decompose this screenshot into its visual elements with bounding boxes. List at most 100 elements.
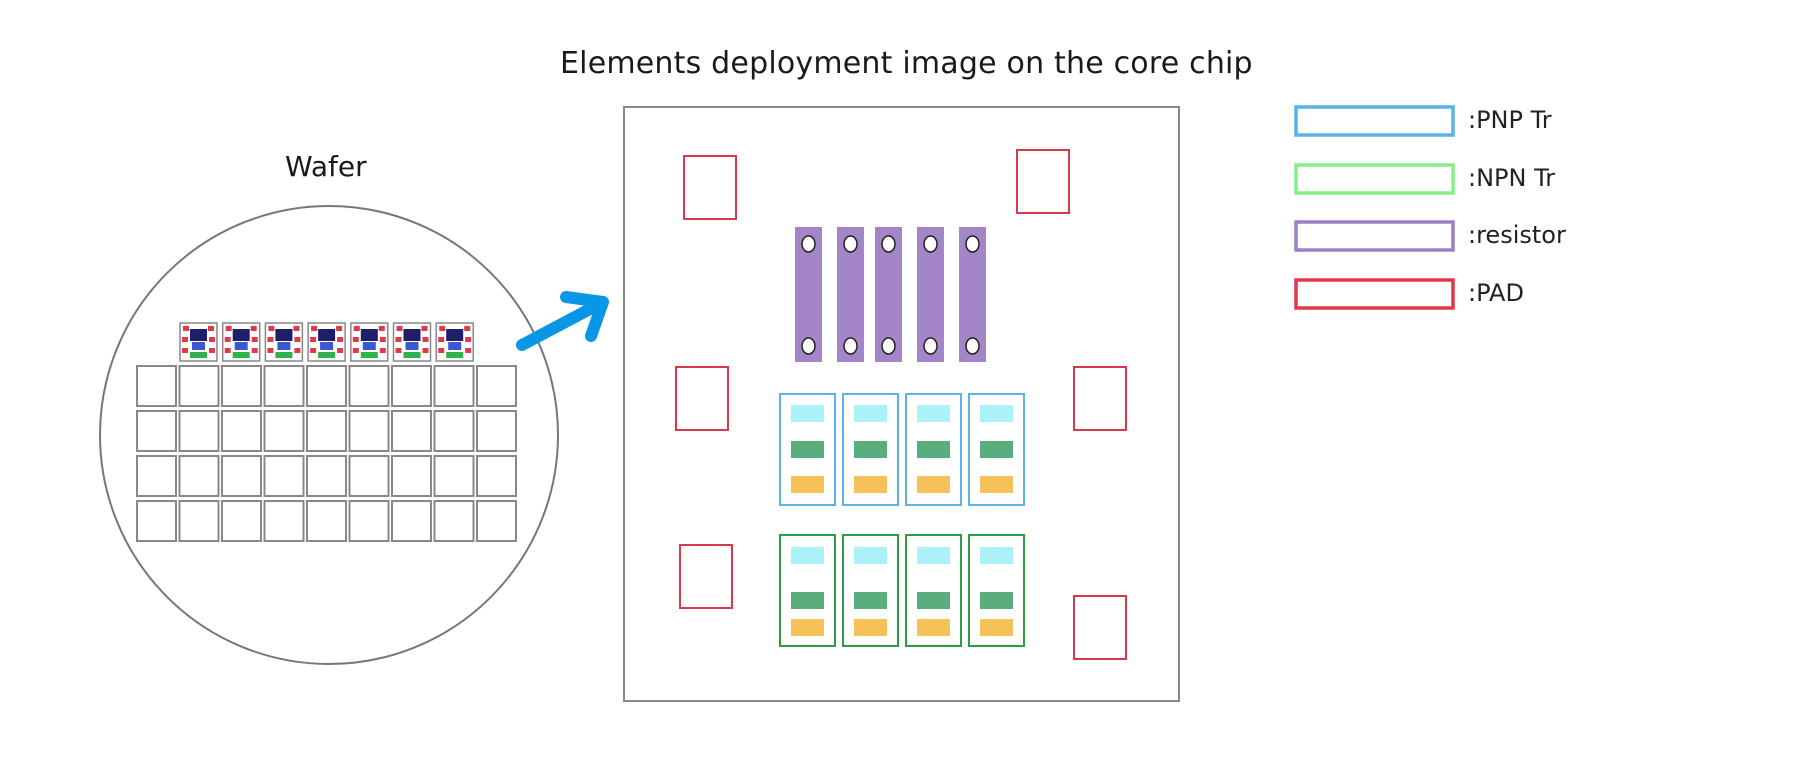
pnp-transistor: [779, 393, 836, 506]
resistor: [959, 227, 986, 362]
wafer-die: [433, 410, 475, 452]
npn-transistor-frame: [905, 534, 962, 647]
collector: [917, 476, 950, 493]
mini-chip-icon: [435, 322, 474, 362]
emitter: [917, 405, 950, 422]
wafer-die: [178, 500, 220, 542]
mini-pad: [225, 326, 232, 331]
resistor-contact: [923, 235, 938, 253]
wafer-die: [306, 500, 347, 542]
mini-pad: [293, 326, 300, 331]
pnp-transistor: [968, 393, 1025, 506]
pad: [1073, 366, 1127, 431]
mini-pad: [182, 348, 188, 353]
mini-pad: [465, 348, 472, 353]
wafer-die: [306, 365, 347, 407]
mini-pad: [337, 348, 344, 353]
mini-pad: [352, 348, 359, 353]
mini-core: [232, 329, 250, 341]
wafer-die: [178, 365, 220, 407]
mini-core: [275, 329, 293, 341]
legend-swatch: [1294, 163, 1455, 195]
mini-pad: [438, 348, 445, 353]
wafer-die: [476, 410, 517, 452]
legend-swatch: [1294, 220, 1455, 252]
emitter: [791, 405, 824, 422]
collector: [791, 619, 824, 636]
resistor-contact: [801, 337, 816, 355]
pad: [683, 155, 737, 220]
wafer-die: [263, 500, 305, 542]
pnp-transistor: [842, 393, 899, 506]
emitter: [791, 547, 824, 564]
mini-core: [318, 329, 336, 341]
base: [980, 592, 1013, 609]
mini-pad: [422, 348, 429, 353]
mini-core-lower: [405, 342, 419, 350]
mini-pad: [395, 348, 402, 353]
wafer-die: [136, 455, 177, 497]
mini-core-lower: [320, 342, 334, 350]
collector: [854, 476, 887, 493]
mini-pad: [465, 337, 472, 342]
mini-chip-icon: [179, 322, 218, 362]
wafer-die: [433, 500, 475, 542]
mini-pad: [353, 326, 360, 331]
mini-core-lower: [277, 342, 291, 350]
emitter: [980, 405, 1013, 422]
base: [854, 592, 887, 609]
resistor-contact: [881, 235, 896, 253]
wafer-die: [348, 410, 390, 452]
mini-pad: [209, 348, 215, 353]
mini-green: [275, 352, 293, 358]
mini-pad: [311, 326, 318, 331]
wafer-die: [348, 455, 390, 497]
npn-transistor: [968, 534, 1025, 647]
emitter: [917, 547, 950, 564]
legend-label-resistor: :resistor: [1468, 221, 1566, 249]
wafer-die: [391, 500, 432, 542]
wafer-die: [433, 365, 475, 407]
arrow-head: [560, 291, 609, 342]
mini-green: [360, 352, 378, 358]
wafer-die: [391, 410, 432, 452]
resistor-contact: [843, 235, 858, 253]
legend-label-npn: :NPN Tr: [1468, 164, 1556, 192]
mini-pad: [251, 337, 258, 342]
emitter: [854, 405, 887, 422]
emitter: [980, 547, 1013, 564]
collector: [791, 476, 824, 493]
wafer-die: [391, 455, 432, 497]
mini-pad: [337, 337, 344, 342]
wafer-die: [348, 365, 390, 407]
mini-pad: [182, 337, 188, 342]
mini-pad: [379, 337, 386, 342]
pad: [679, 544, 733, 609]
wafer-die: [221, 365, 262, 407]
wafer-die: [433, 455, 475, 497]
pnp-transistor: [905, 393, 962, 506]
mini-pad: [267, 337, 274, 342]
collector: [917, 619, 950, 636]
wafer-die: [136, 500, 177, 542]
base: [980, 441, 1013, 458]
wafer-die: [391, 365, 432, 407]
mini-core: [446, 329, 464, 341]
resistor-contact: [843, 337, 858, 355]
legend-swatch: [1294, 278, 1455, 310]
mini-pad: [250, 326, 257, 331]
resistor-contact: [965, 235, 980, 253]
mini-chip-icon: [392, 322, 432, 362]
legend-swatch: [1294, 105, 1455, 137]
mini-pad: [183, 326, 189, 331]
npn-transistor: [905, 534, 962, 647]
mini-pad: [395, 337, 402, 342]
mini-core: [190, 329, 207, 341]
mini-core: [403, 329, 421, 341]
mini-pad: [379, 348, 386, 353]
mini-pad: [267, 348, 274, 353]
wafer-die: [476, 365, 517, 407]
wafer-die: [178, 455, 220, 497]
